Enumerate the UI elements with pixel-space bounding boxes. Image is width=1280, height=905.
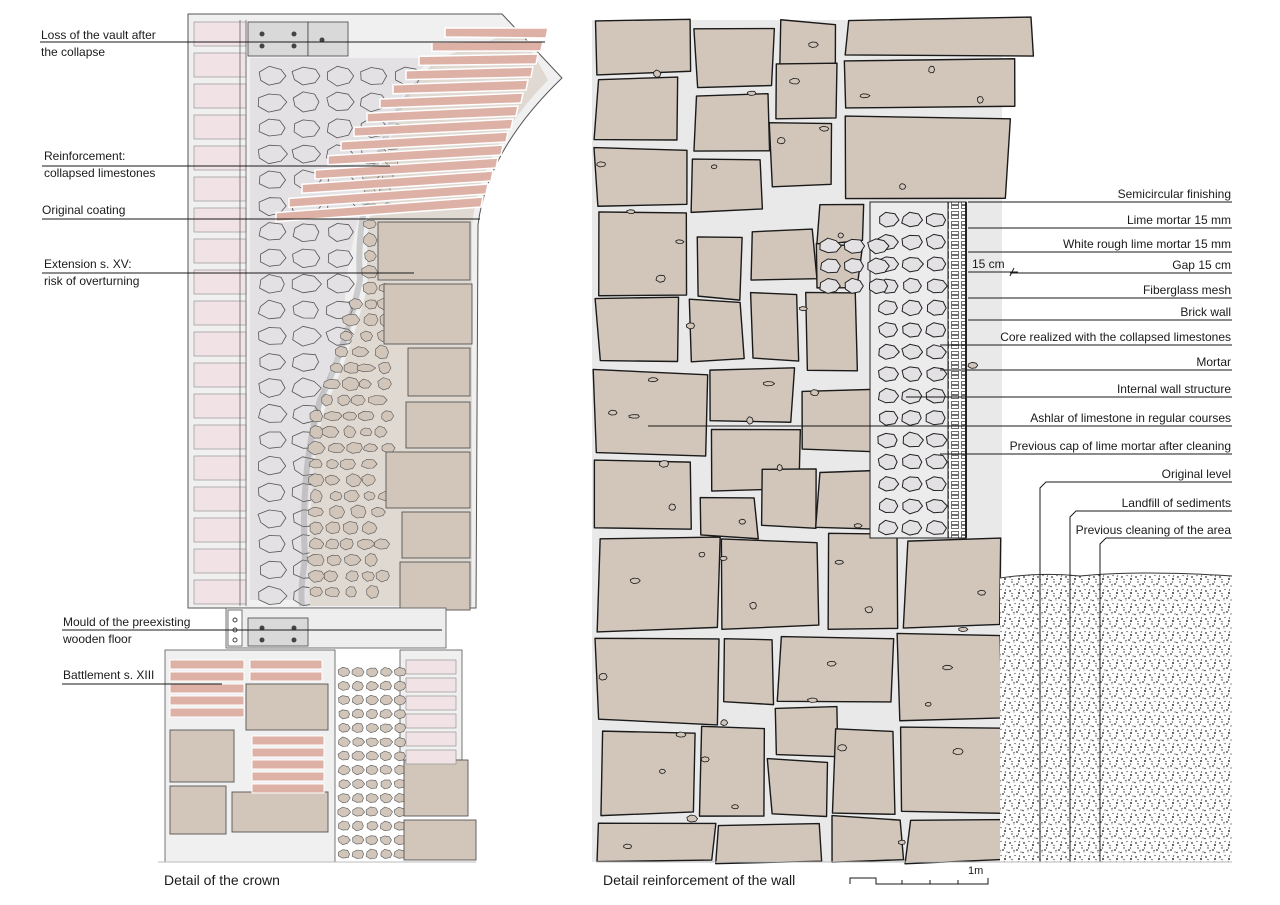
crown-detail: [40, 13, 563, 863]
right-label-12: Landfill of sediments: [1121, 496, 1231, 510]
right-leader-lines: [648, 201, 1232, 862]
right-label-5: Brick wall: [1180, 305, 1231, 319]
right-label-11: Original level: [1161, 467, 1231, 481]
right-label-4: Fiberglass mesh: [1142, 283, 1231, 297]
right-label-1: Lime mortar 15 mm: [1126, 213, 1231, 227]
right-label-13: Previous cleaning of the area: [1075, 523, 1231, 537]
leader-12: [1069, 510, 1232, 862]
red-brick-vault: [275, 27, 549, 223]
leader-11: [1039, 481, 1232, 862]
label-extension: Extension s. XV:risk of overturning: [44, 257, 140, 288]
label-original-coating: Original coating: [42, 203, 126, 217]
scale-label: 1m: [968, 865, 984, 877]
wall-reinforcement-detail: [592, 16, 1233, 885]
label-reinforcement: Reinforcement:collapsed limestones: [44, 149, 156, 180]
scale-bar: [849, 877, 989, 885]
right-label-8: Internal wall structure: [1116, 382, 1231, 396]
ashlar-blocks: [377, 221, 473, 611]
right-label-2: White rough lime mortar 15 mm: [1062, 237, 1231, 251]
right-label-0: Semicircular finishing: [1117, 187, 1231, 201]
right-label-10: Previous cap of lime mortar after cleani…: [1009, 439, 1231, 453]
battlement-wall: [169, 659, 477, 861]
left-leader-lines: [40, 41, 545, 685]
limestone-core: [819, 211, 948, 536]
leader-13: [1099, 537, 1232, 862]
caption-wall: Detail reinforcement of the wall: [603, 872, 796, 888]
gap-dimension: 15 cm: [972, 257, 1005, 271]
right-label-9: Ashlar of limestone in regular courses: [1030, 411, 1231, 425]
label-battlement: Battlement s. XIII: [63, 668, 155, 682]
right-label-3: Gap 15 cm: [1172, 258, 1231, 272]
caption-crown: Detail of the crown: [164, 872, 280, 888]
right-label-7: Mortar: [1196, 355, 1231, 369]
right-label-6: Core realized with the collapsed limesto…: [1000, 330, 1231, 344]
